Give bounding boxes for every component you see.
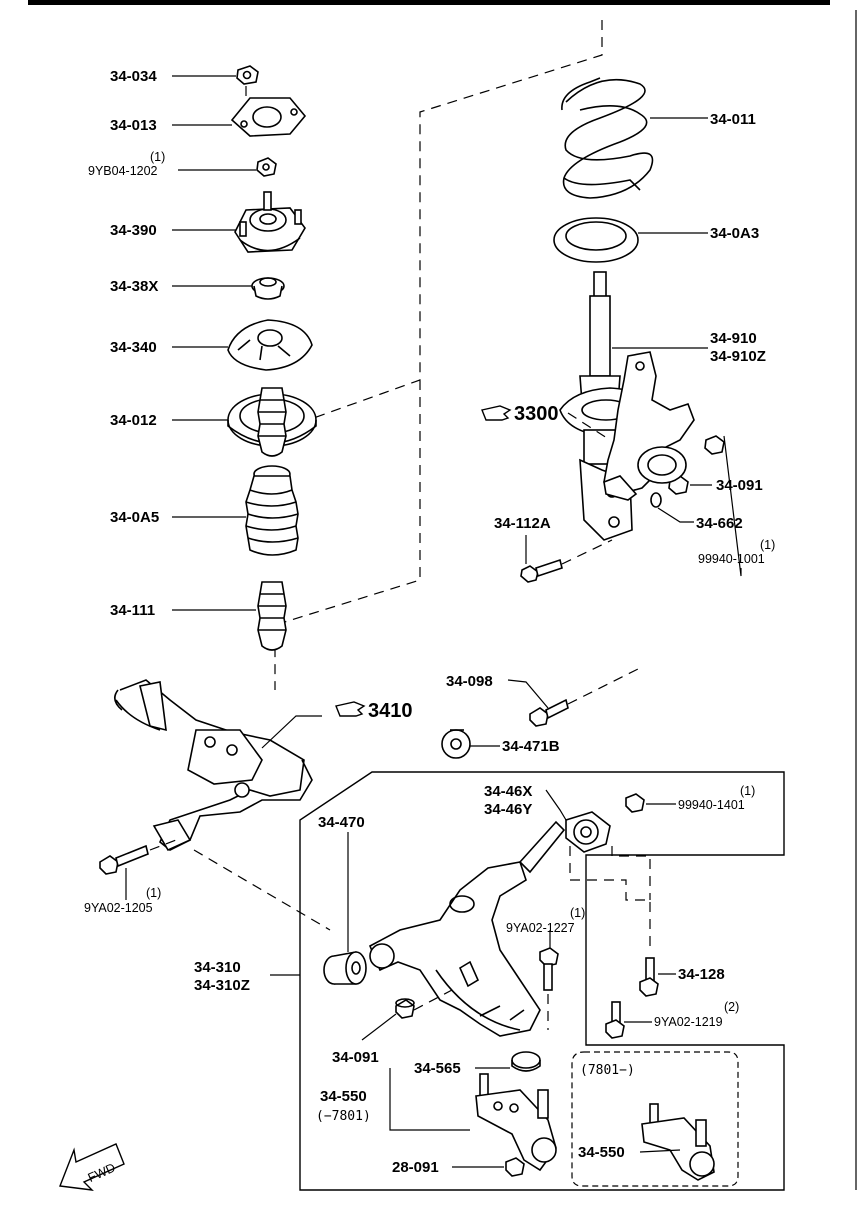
- label-34-128: 34-128: [678, 966, 725, 983]
- label-34-0a5: 34-0A5: [110, 509, 159, 526]
- part-34-0a3-spring-insulator: [553, 217, 639, 263]
- label-34-390: 34-390: [110, 222, 157, 239]
- part-34-662-washer: [650, 492, 662, 508]
- part-34-38x-bushing: [251, 277, 285, 300]
- label-34-098: 34-098: [446, 673, 493, 690]
- label-9ya02-1205: 9YA02-1205: [84, 901, 153, 915]
- part-3300-steering-knuckle: [603, 351, 695, 501]
- label-34-550-alt: 34-550: [578, 1144, 625, 1161]
- label-34-38x: 34-38X: [110, 278, 158, 295]
- label-99940-1401-qty: (1): [740, 784, 755, 798]
- part-34-340-spring-seat: [227, 319, 313, 371]
- label-34-471b: 34-471B: [502, 738, 560, 755]
- label-ref-3410: 3410: [368, 700, 413, 722]
- label-9ya02-1219: 9YA02-1219: [654, 1015, 723, 1029]
- label-9ya02-1227: 9YA02-1227: [506, 921, 575, 935]
- part-34-034-nut: [236, 65, 259, 85]
- label-99940-1401: 99940-1401: [678, 798, 745, 812]
- label-34-565: 34-565: [414, 1060, 461, 1077]
- label-9yb04-qty: (1): [150, 150, 165, 164]
- label-34-910: 34-910: [710, 330, 757, 347]
- part-34-128-bolt: [639, 957, 659, 997]
- label-34-46y: 34-46Y: [484, 801, 532, 818]
- lower-arm-group-frame: [299, 771, 785, 1191]
- label-99940-1001: 99940-1001: [698, 552, 765, 566]
- label-9ya02-1227-qty: (1): [570, 906, 585, 920]
- label-34-013: 34-013: [110, 117, 157, 134]
- label-34-091-top: 34-091: [716, 477, 763, 494]
- part-34-310-lower-arm: [368, 820, 566, 1037]
- label-34-0a3: 34-0A3: [710, 225, 759, 242]
- label-9ya02-1205-qty: (1): [146, 886, 161, 900]
- part-34-098-bolt: [529, 698, 569, 727]
- label-34-091-bottom: 34-091: [332, 1049, 379, 1066]
- label-34-662: 34-662: [696, 515, 743, 532]
- part-34-013-plate: [230, 97, 307, 137]
- part-9ya02-1219-bolt: [605, 1001, 625, 1039]
- pointing-hand-icon: [335, 701, 366, 717]
- alt-ball-joint-box: [571, 1051, 739, 1187]
- part-34-0a5-dust-boot: [245, 465, 299, 556]
- label-34-112a: 34-112A: [494, 515, 551, 532]
- label-28-091: 28-091: [392, 1159, 439, 1176]
- label-34-310: 34-310: [194, 959, 241, 976]
- label-34-550: 34-550: [320, 1088, 367, 1105]
- pointing-hand-icon: [481, 405, 512, 421]
- label-9ya02-1219-qty: (2): [724, 1000, 739, 1014]
- part-99940-1401-nut: [625, 793, 645, 813]
- part-34-091-nut-bottom: [395, 998, 415, 1019]
- part-34-112a-bolt: [520, 558, 563, 583]
- part-28-091-nut: [505, 1157, 525, 1177]
- part-9ya02-1227-bolt: [539, 947, 559, 991]
- label-ref-3300: 3300: [514, 403, 559, 425]
- part-34-46x-rear-bushing: [565, 811, 611, 853]
- part-34-011-coil-spring: [561, 77, 654, 199]
- label-34-46x: 34-46X: [484, 783, 532, 800]
- part-34-470-bushing: [323, 951, 367, 985]
- part-34-550-ball-joint: [475, 1073, 557, 1172]
- label-34-910z: 34-910Z: [710, 348, 766, 365]
- label-99940-1001-qty: (1): [760, 538, 775, 552]
- part-9yb04-1202-nut: [256, 157, 277, 177]
- label-34-550-range: (−7801): [316, 1109, 371, 1124]
- top-border: [28, 0, 830, 5]
- part-34-111-bump-stop: [257, 387, 287, 457]
- label-34-340: 34-340: [110, 339, 157, 356]
- fwd-arrow-icon: [59, 1143, 125, 1191]
- label-34-034: 34-034: [110, 68, 157, 85]
- label-34-011: 34-011: [710, 111, 756, 128]
- assembly-dashed-line: [274, 20, 603, 690]
- label-34-310z: 34-310Z: [194, 977, 250, 994]
- part-34-111-bump-stop-lower: [257, 581, 287, 651]
- part-34-471b-washer: [441, 729, 471, 759]
- part-9ya02-1205-bolt: [99, 844, 149, 875]
- label-34-470: 34-470: [318, 814, 365, 831]
- part-34-550-alt-ball-joint: [641, 1103, 715, 1181]
- label-34-111: 34-111: [110, 602, 155, 619]
- part-34-565-nut: [511, 1051, 541, 1072]
- label-range-7801: (7801−): [580, 1063, 635, 1078]
- part-3410-subframe: [114, 679, 313, 852]
- part-99940-1001-nut: [704, 435, 725, 455]
- label-9yb04-1202: 9YB04-1202: [88, 164, 158, 178]
- part-34-390-strut-mount: [234, 191, 306, 253]
- label-34-012: 34-012: [110, 412, 157, 429]
